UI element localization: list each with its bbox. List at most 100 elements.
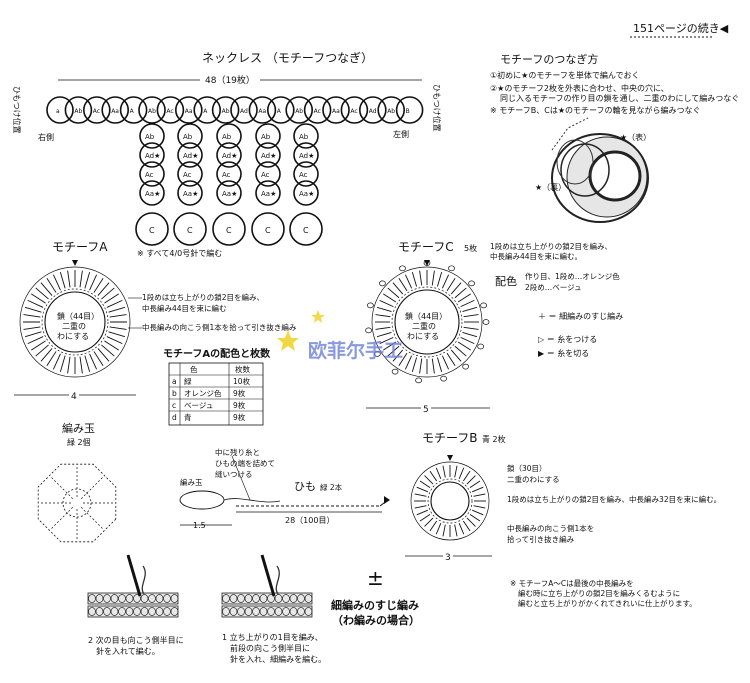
stitch-mark bbox=[52, 274, 61, 291]
ring-letter: a bbox=[56, 108, 60, 115]
ring-letter: A bbox=[130, 108, 135, 115]
motif-c-note2: 中長編み44目を束に編む。 bbox=[490, 251, 582, 261]
chain-ring-label: Ac bbox=[222, 171, 231, 179]
stitch-mark bbox=[379, 336, 394, 345]
motif-chain-ring bbox=[41, 288, 109, 356]
chain-ring bbox=[255, 142, 281, 168]
stitch-mark bbox=[473, 505, 486, 509]
watermark-text: 欧菲尔手工 bbox=[308, 339, 403, 362]
stitch-mark bbox=[375, 314, 391, 318]
table-title: モチーフAの配色と枚数 bbox=[163, 347, 271, 360]
stitch-mark bbox=[27, 336, 44, 345]
yarn-strand bbox=[141, 565, 146, 595]
ring-letter: Aa bbox=[332, 108, 340, 115]
stitch-mark bbox=[93, 278, 104, 293]
crochet-hook bbox=[260, 554, 276, 597]
stitch-mark bbox=[106, 336, 123, 345]
table-header-count: 枚数 bbox=[235, 364, 250, 374]
necklace-ring bbox=[138, 96, 166, 124]
stitch-loop bbox=[244, 607, 253, 616]
stitch-mark bbox=[387, 287, 400, 299]
stitch-mark bbox=[424, 517, 434, 527]
final-note1: ※ モチーフA～Cは最後の中長編みを bbox=[510, 578, 634, 588]
chain-ring-label: Ab bbox=[222, 133, 232, 141]
chain-ring bbox=[139, 123, 165, 149]
stitch-loop bbox=[297, 607, 305, 616]
stitch-loop bbox=[125, 594, 134, 603]
chain-end-ring bbox=[212, 212, 246, 246]
necklace-ring bbox=[101, 96, 129, 124]
stitch-mark bbox=[31, 340, 46, 351]
cord-length: 28（100目） bbox=[285, 516, 334, 525]
necklace-ring bbox=[83, 96, 111, 124]
motif-b-note1: 鎖（30目） bbox=[507, 463, 547, 473]
ring-letter: Ab bbox=[74, 108, 82, 115]
motif-c-diagram bbox=[365, 260, 490, 384]
table-header-color: 色 bbox=[190, 364, 198, 374]
chain-ring-label: Ad★ bbox=[145, 152, 160, 160]
stitch-mark bbox=[101, 287, 115, 300]
motif-b-title: モチーフB bbox=[422, 431, 478, 445]
ring-letter: Aa bbox=[111, 108, 119, 115]
yarn-strand bbox=[275, 565, 280, 595]
necklace-ring bbox=[211, 96, 240, 124]
stitch-mark bbox=[79, 270, 83, 288]
stitch-loop bbox=[297, 594, 305, 603]
stitch-loop bbox=[267, 607, 275, 616]
necklace-ring bbox=[322, 96, 350, 124]
stitch-mark bbox=[59, 271, 66, 289]
step1-line2: 前段の向こう側半目に bbox=[230, 643, 310, 653]
motif-c-center-line3: わにする bbox=[407, 332, 439, 341]
stitch-mark bbox=[454, 465, 458, 478]
stitch-loop bbox=[252, 594, 260, 603]
stitch-mark bbox=[454, 524, 458, 537]
stitch-mark bbox=[79, 356, 83, 374]
stitch-mark bbox=[411, 271, 418, 287]
motif-outer-ring bbox=[371, 266, 483, 378]
cord-bead-label: 編み玉 bbox=[180, 477, 203, 487]
stitch-mark bbox=[416, 486, 428, 493]
stitch-loop bbox=[95, 607, 104, 616]
motif-a-center-line2: 二重の bbox=[62, 321, 86, 331]
stitch-mark bbox=[462, 470, 471, 482]
stitch-mark bbox=[414, 493, 427, 497]
stitch-loop bbox=[252, 607, 260, 616]
stitch-mark bbox=[462, 331, 478, 338]
joining-step2: ②★のモチーフ2枚を外表に合わせ、中央の穴に、 bbox=[490, 83, 669, 93]
stitch-mark bbox=[446, 278, 456, 292]
crochet-hook bbox=[126, 554, 142, 597]
necklace-ring bbox=[266, 96, 295, 124]
cord-note3: 縫いつける bbox=[215, 469, 253, 479]
stitch-illustration-step1 bbox=[221, 554, 313, 618]
cord-note1: 中に残り糸と bbox=[215, 447, 260, 457]
color-line2: 2段め…ベージュ bbox=[525, 282, 582, 292]
table-cell: 9枚 bbox=[233, 388, 246, 398]
joining-front-label: ★（表） bbox=[620, 132, 651, 142]
stitch-loop bbox=[267, 594, 275, 603]
stitch-mark bbox=[466, 517, 476, 527]
stitch-mark bbox=[454, 345, 467, 357]
stitch-loop bbox=[222, 607, 230, 616]
chain-end-ring bbox=[289, 212, 323, 246]
legend-row1: ＋ ＝ 細編みのすじ編み bbox=[538, 311, 623, 321]
necklace-ring bbox=[230, 96, 258, 124]
stitch-mark bbox=[450, 349, 462, 362]
final-note2: 編む時に立ち上がりの鎖2目を編みくるむように bbox=[518, 588, 680, 598]
stitch-mark bbox=[109, 326, 127, 330]
ring-letter: A bbox=[203, 108, 208, 115]
chain-ring-label: Ab bbox=[299, 133, 309, 141]
table-cell: 青 bbox=[184, 412, 192, 422]
stitch-mark bbox=[436, 357, 443, 373]
stitch-loop bbox=[148, 594, 156, 603]
stitch-mark bbox=[458, 467, 465, 479]
stitch-mark bbox=[101, 344, 115, 357]
stitch-mark bbox=[40, 282, 53, 296]
picot-mark bbox=[379, 280, 386, 287]
picot-mark bbox=[399, 265, 406, 272]
motif-c-center-line2: 二重の bbox=[412, 321, 436, 331]
stitch-loop bbox=[222, 594, 230, 603]
stitch-mark bbox=[46, 278, 57, 293]
joining-illustration bbox=[551, 117, 649, 223]
